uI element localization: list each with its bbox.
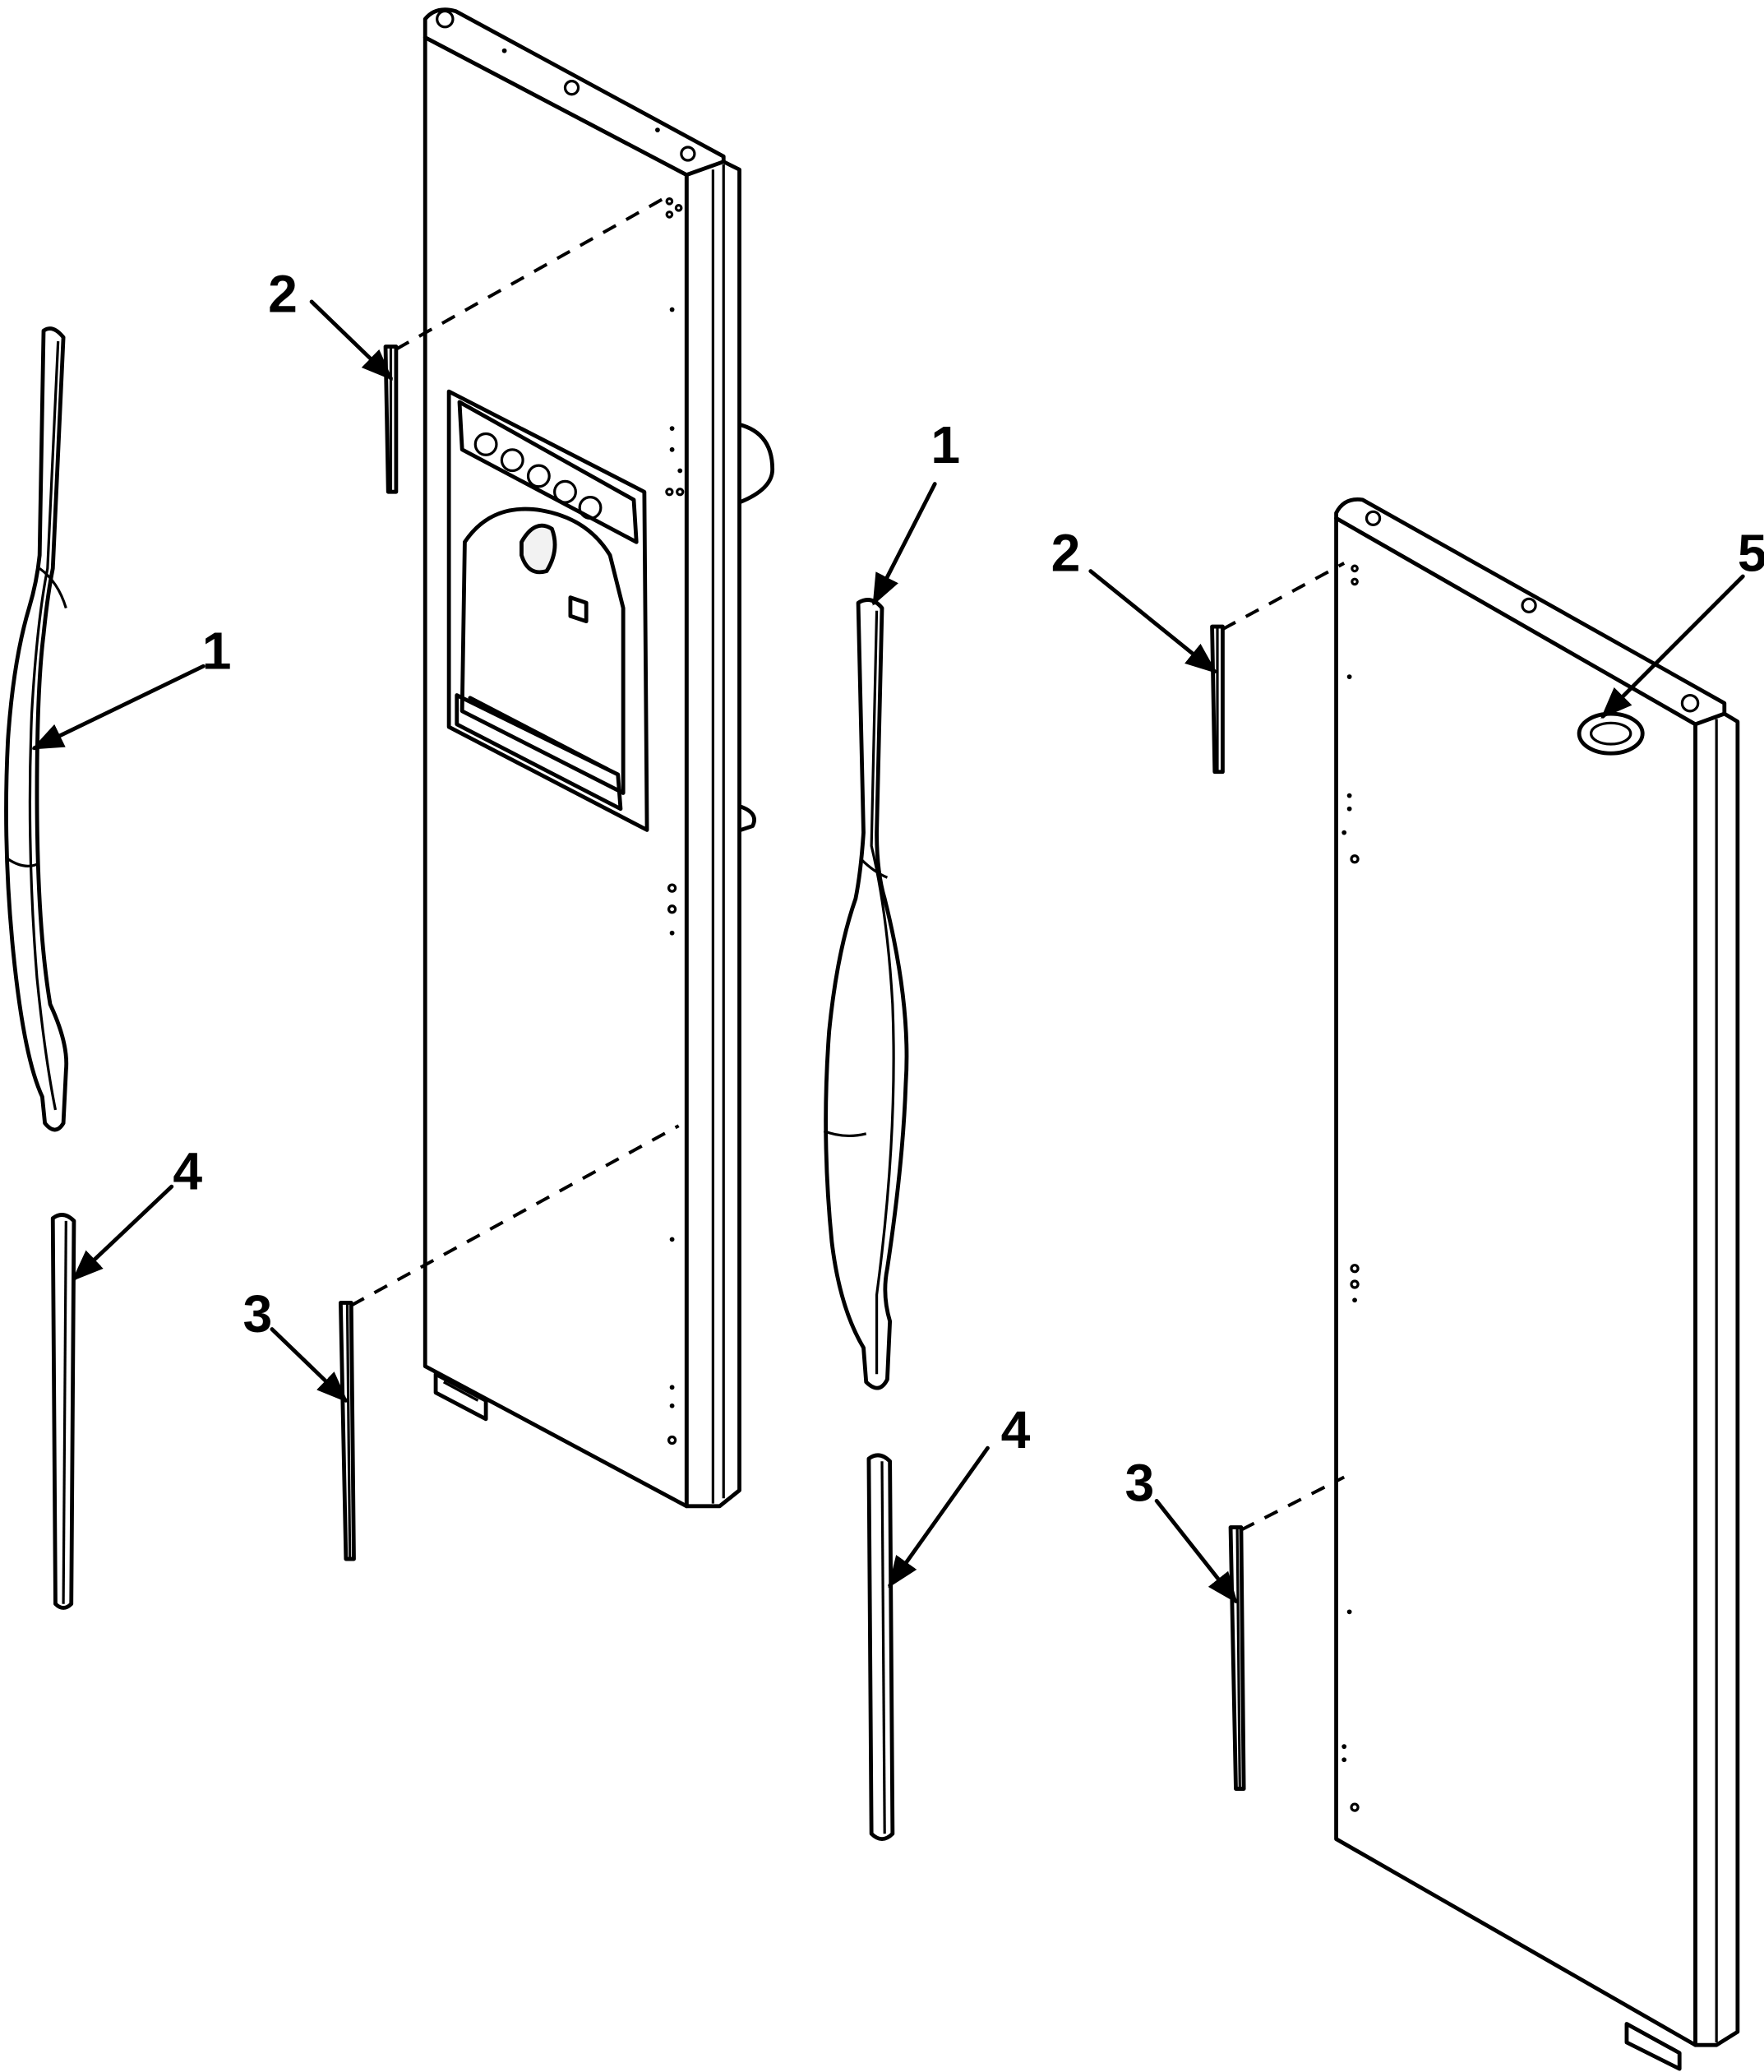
leader-1-left [31, 664, 205, 751]
callout-4-right: 4 [1001, 1400, 1031, 1459]
freezer-handle [4, 326, 69, 1132]
leader-4-right [888, 1445, 990, 1589]
handle-trim-left [50, 1213, 76, 1610]
callout-1-left: 1 [202, 621, 232, 680]
callout-3-left: 3 [243, 1284, 273, 1344]
callout-1-center: 1 [930, 415, 960, 474]
handle-trim-right [866, 1453, 895, 1842]
fresh-food-door [1334, 497, 1740, 2071]
logo-badge [1577, 711, 1645, 756]
alignment-line-2-right [1221, 562, 1346, 631]
upper-trim-left [383, 345, 399, 494]
leader-5 [1600, 574, 1745, 719]
callout-3-right: 3 [1125, 1453, 1155, 1512]
leader-3-right [1154, 1499, 1238, 1604]
leader-3-left [270, 1327, 349, 1404]
callout-2-right: 2 [1051, 524, 1081, 583]
leader-4-left [72, 1184, 174, 1282]
upper-trim-right [1210, 624, 1225, 775]
alignment-line-3-right [1240, 1475, 1346, 1532]
callout-2-left: 2 [268, 265, 298, 324]
fresh-food-handle [823, 598, 909, 1390]
leader-2-right [1088, 569, 1217, 674]
leader-2-left [309, 299, 394, 381]
lower-trim-left [339, 1301, 356, 1561]
lower-trim-right [1228, 1525, 1246, 1791]
callout-5: 5 [1738, 524, 1764, 583]
dispenser-panel [446, 389, 649, 832]
callout-4-left: 4 [173, 1141, 202, 1200]
alignment-line-3-left [350, 1124, 680, 1307]
leader-1-center [871, 482, 937, 606]
